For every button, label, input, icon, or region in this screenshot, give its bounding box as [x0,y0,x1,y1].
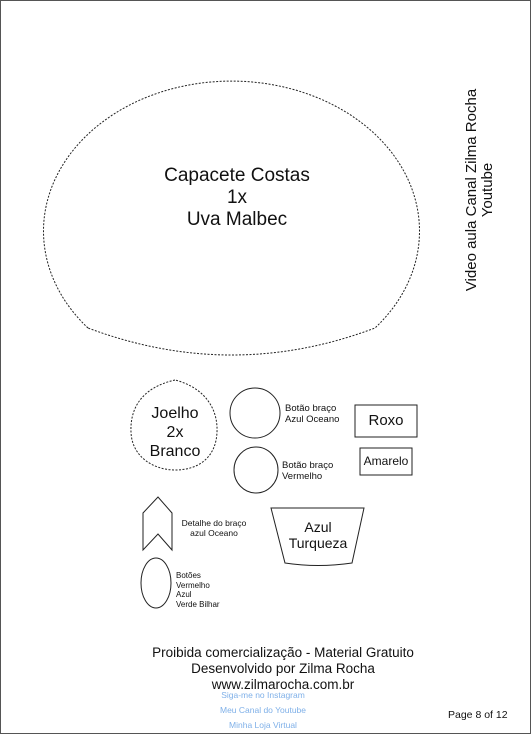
side-text: Video aula Canal Zilma Rocha Youtube [460,75,500,305]
helmet-color: Uva Malbec [186,209,288,230]
button-red-label: Botão braço Vermelho [282,460,333,482]
arm-detail-shape [142,496,173,552]
buttons-list-line4: Verde Bilhar [176,599,220,609]
helmet-title: Capacete Costas [164,165,310,186]
footer-notice: Proibida comercialização - Material Grat… [152,645,414,660]
helmet-label: Capacete Costas 1x Uva Malbec [137,165,337,231]
page-number: Page 8 of 12 [448,709,508,721]
knee-label: Joelho 2x Branco [135,404,215,461]
amarelo-label: Amarelo [363,454,409,468]
turquoise-line2: Turqueza [288,535,348,551]
turquoise-label: Azul Turqueza [278,519,358,551]
footer: Proibida comercialização - Material Grat… [133,645,433,693]
roxo-label: Roxo [368,412,404,429]
arm-detail-label: Detalhe do braço azul Oceano [178,518,250,538]
side-text-line2: Youtube [479,162,496,218]
button-red-line2: Vermelho [282,471,323,482]
social-links: Siga-me no Instagram Meu Canal do Youtub… [198,690,328,730]
button-red-line1: Botão braço [282,460,334,471]
knee-color: Branco [149,443,201,460]
button-red-circle [233,446,279,494]
helmet-back-shape [43,80,420,356]
knee-quantity: 2x [166,424,184,441]
button-ocean-circle [229,387,281,439]
buttons-list-line1: Botões [176,571,201,580]
helmet-quantity: 1x [226,187,248,208]
knee-title: Joelho [151,405,199,422]
amarelo-box [359,447,413,476]
side-text-line1: Video aula Canal Zilma Rocha [463,88,480,292]
knee-shape [130,379,218,471]
turquoise-shape [270,507,365,566]
roxo-box [354,404,418,438]
footer-author: Desenvolvido por Zilma Rocha [191,661,375,676]
instagram-link[interactable]: Siga-me no Instagram [221,690,305,700]
buttons-list-line3: Azul [176,590,192,599]
button-ocean-label: Botão braço Azul Oceano [285,403,339,425]
store-link[interactable]: Minha Loja Virtual [229,720,297,730]
buttons-oval [140,557,172,609]
arm-detail-line2: azul Oceano [190,528,238,538]
turquoise-line1: Azul [304,519,332,535]
buttons-list-label: Botões Vermelho Azul Verde Bilhar [176,571,220,609]
buttons-list-line2: Vermelho [176,580,210,590]
footer-website-link[interactable]: www.zilmarocha.com.br [211,677,355,692]
youtube-link[interactable]: Meu Canal do Youtube [219,705,307,715]
button-ocean-line2: Azul Oceano [285,414,340,425]
button-ocean-line1: Botão braço [285,403,337,414]
arm-detail-line1: Detalhe do braço [181,518,247,528]
